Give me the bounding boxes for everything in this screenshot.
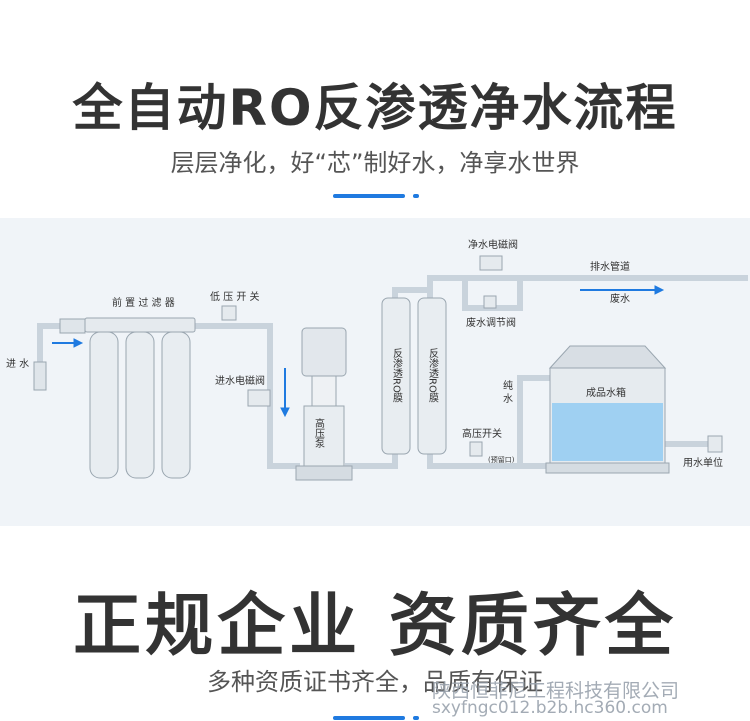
footer-accent-dot (413, 716, 419, 720)
flow-diagram-svg: 进 水 前 置 过 滤 器 低 压 开 关 进水电磁阀 净水电磁阀 排水管道 废… (6, 238, 748, 481)
inlet-fitting (33, 361, 47, 391)
ro-membrane-1 (381, 297, 411, 455)
pure-line-pipe (427, 453, 550, 469)
watermark-url: sxyfngc012.b2b.hc360.com (432, 698, 668, 718)
footer-subline: 多种资质证书齐全，品质有保证 (207, 668, 543, 696)
process-diagram: 进 水 前 置 过 滤 器 低 压 开 关 进水电磁阀 净水电磁阀 排水管道 废… (0, 218, 750, 526)
ro-link-pipe (392, 287, 433, 303)
accent-bar (333, 194, 405, 198)
inlet-solenoid-body (247, 389, 271, 407)
label-pump: 高压泵 (313, 417, 325, 448)
label-pure-solenoid: 净水电磁阀 (468, 238, 518, 251)
watermark-company: 陕西恒菲尼工程科技有限公司 (432, 680, 680, 702)
inlet-coupler (59, 318, 86, 334)
high-pressure-switch-body (469, 441, 483, 457)
label-drain-pipe: 排水管道 (590, 260, 630, 273)
label-pure-water: 纯 水 (501, 379, 513, 403)
label-outlet: 用水单位 (683, 456, 723, 469)
label-ro2: 反渗透RO膜 (427, 348, 439, 404)
ro-membrane-2 (417, 297, 447, 455)
label-inlet: 进 水 (6, 358, 29, 370)
label-waste: 废水 (610, 292, 630, 305)
label-reserved-port: (预留口) (488, 455, 515, 464)
prefilters (84, 317, 196, 479)
pure-to-tank-pipe (517, 375, 550, 466)
outlet-tap (707, 435, 723, 453)
product-tank (545, 345, 670, 474)
label-low-pressure-switch: 低 压 开 关 (210, 290, 260, 303)
accent-dot (413, 194, 419, 198)
low-pressure-switch-body (221, 305, 237, 321)
page-title: 全自动RO反渗透净水流程 (72, 79, 678, 137)
pipes (37, 275, 748, 469)
drain-pipe (427, 275, 748, 290)
page-subtitle: 层层净化，好“芯”制好水，净享水世界 (170, 149, 580, 177)
label-prefilters: 前 置 过 滤 器 (112, 296, 175, 309)
footer-headline: 正规企业 资质齐全 (73, 587, 677, 666)
footer-accent-bar (333, 716, 405, 720)
pure-solenoid-body (479, 255, 503, 271)
waste-valve-body (483, 295, 497, 309)
pump-out-pipe (345, 453, 398, 469)
label-ro1: 反渗透RO膜 (391, 348, 403, 404)
label-inlet-solenoid: 进水电磁阀 (215, 374, 265, 387)
label-waste-valve: 废水调节阀 (466, 316, 516, 329)
high-pressure-pump (295, 327, 353, 481)
label-tank: 成品水箱 (586, 386, 626, 399)
flow-arrows (52, 285, 665, 418)
label-high-pressure-switch: 高压开关 (462, 427, 502, 440)
